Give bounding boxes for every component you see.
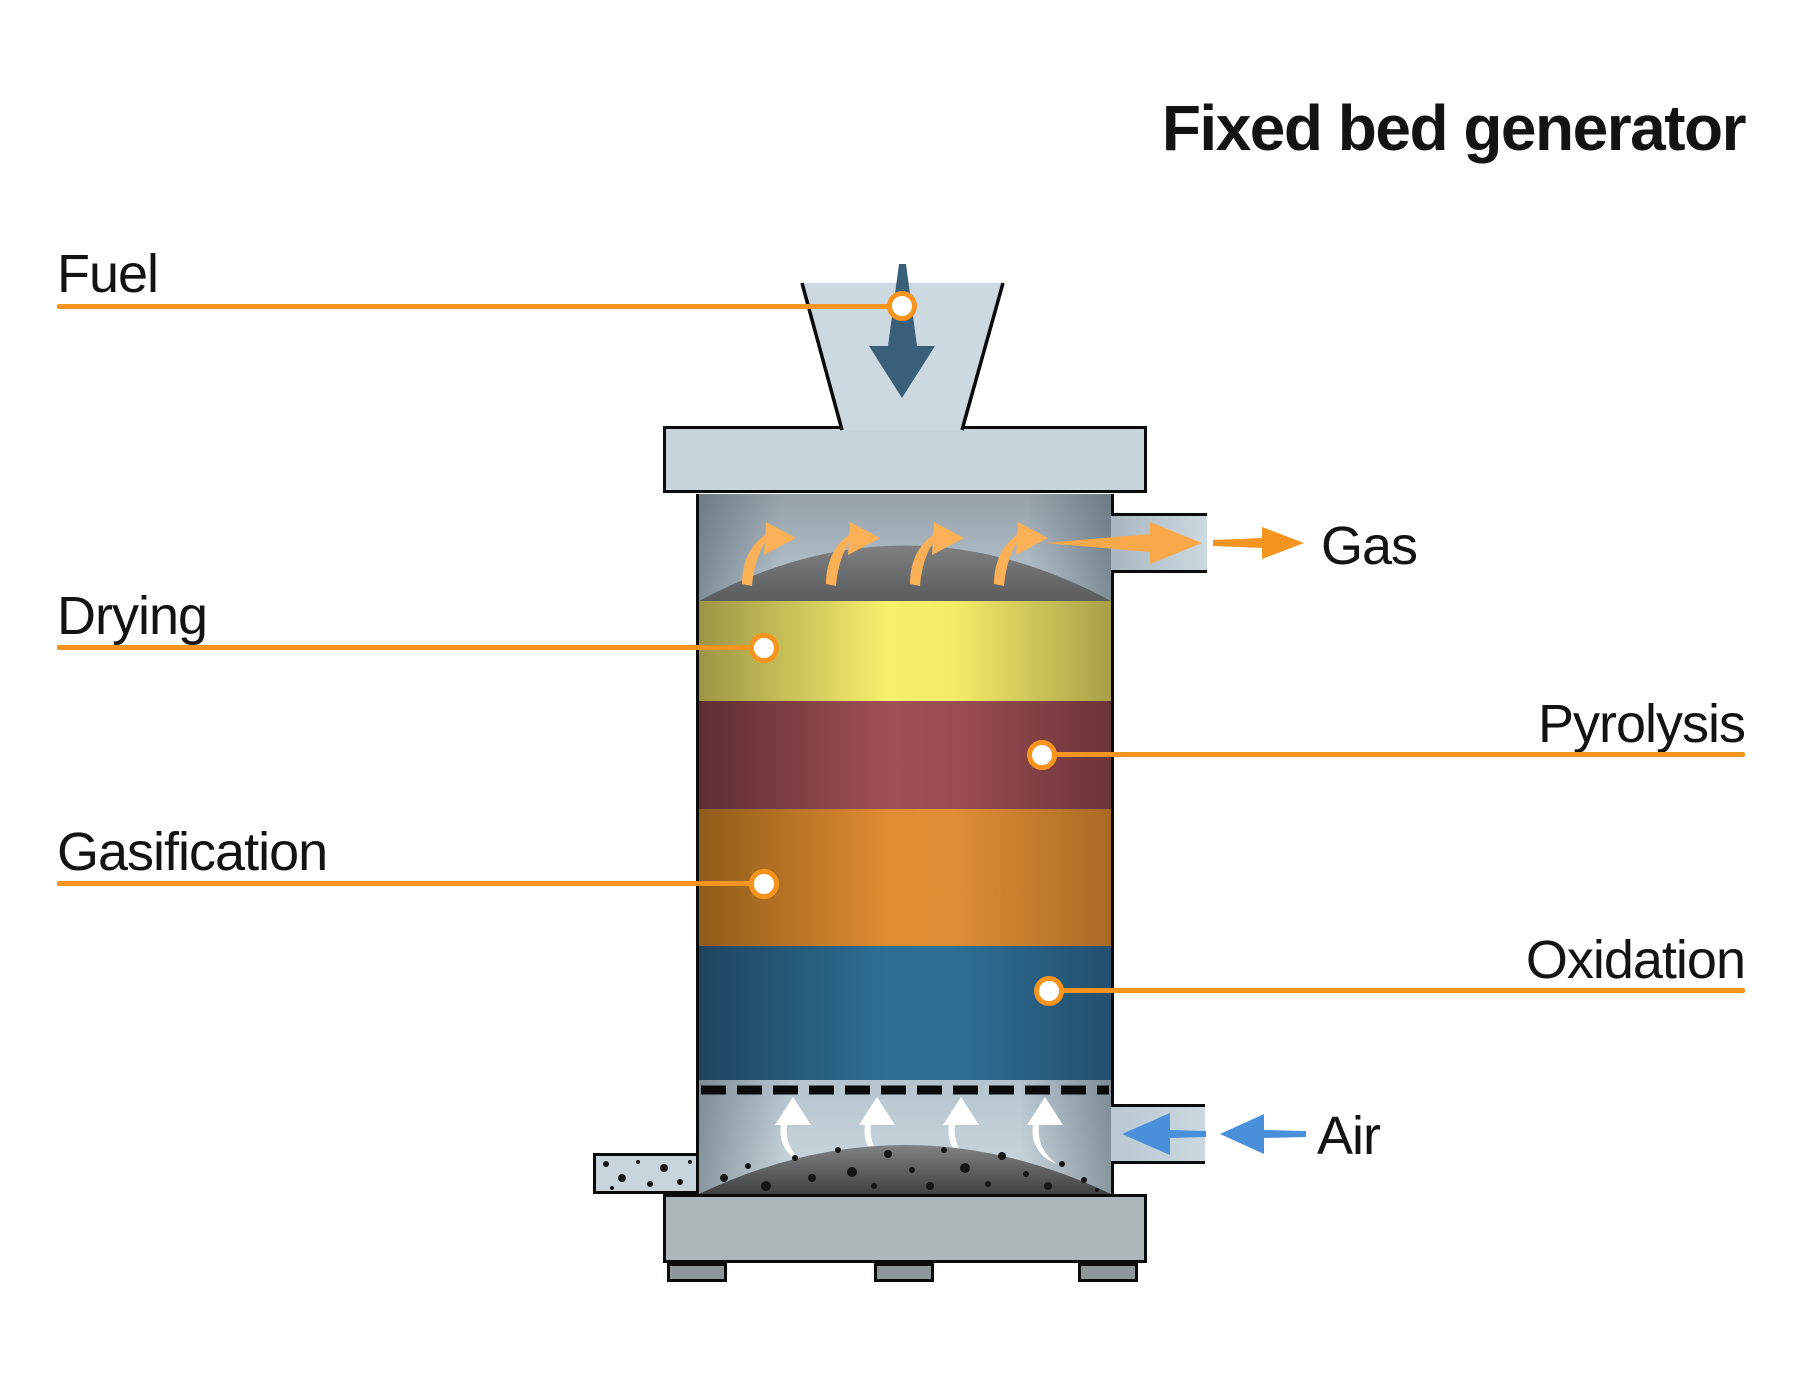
fuel-marker-dot — [887, 291, 917, 321]
fuel-leader-line — [57, 304, 902, 309]
oxidation-zone — [699, 946, 1111, 1080]
label-gas: Gas — [1321, 516, 1418, 576]
base-foot-center — [874, 1263, 934, 1282]
drying-leader-line — [57, 645, 764, 650]
generator-lid — [663, 426, 1147, 493]
label-gasification: Gasification — [57, 822, 328, 882]
label-drying: Drying — [57, 586, 208, 646]
gas-outlet-pipe — [1111, 513, 1207, 573]
label-oxidation: Oxidation — [1525, 930, 1746, 990]
oxidation-leader-line — [1049, 988, 1745, 993]
gasification-marker-dot — [749, 869, 779, 899]
oxidation-marker-dot — [1034, 976, 1064, 1006]
pyrolysis-leader-line — [1042, 752, 1745, 757]
ash-tray — [593, 1153, 699, 1194]
generator-vessel — [696, 494, 1114, 1194]
fuel-down-arrow-icon — [869, 264, 935, 398]
generator-base — [663, 1194, 1147, 1263]
base-foot-right — [1078, 1263, 1138, 1282]
label-fuel: Fuel — [57, 244, 159, 304]
base-foot-left — [667, 1263, 727, 1282]
air-inlet-pipe — [1111, 1104, 1205, 1164]
pyrolysis-marker-dot — [1027, 740, 1057, 770]
label-air: Air — [1317, 1106, 1381, 1166]
headspace-zone — [699, 494, 1111, 600]
drying-marker-dot — [749, 633, 779, 663]
gasification-leader-line — [57, 881, 764, 886]
page-title: Fixed bed generator — [1161, 92, 1747, 164]
grate-zone — [699, 1080, 1111, 1194]
label-pyrolysis: Pyrolysis — [1537, 694, 1746, 754]
